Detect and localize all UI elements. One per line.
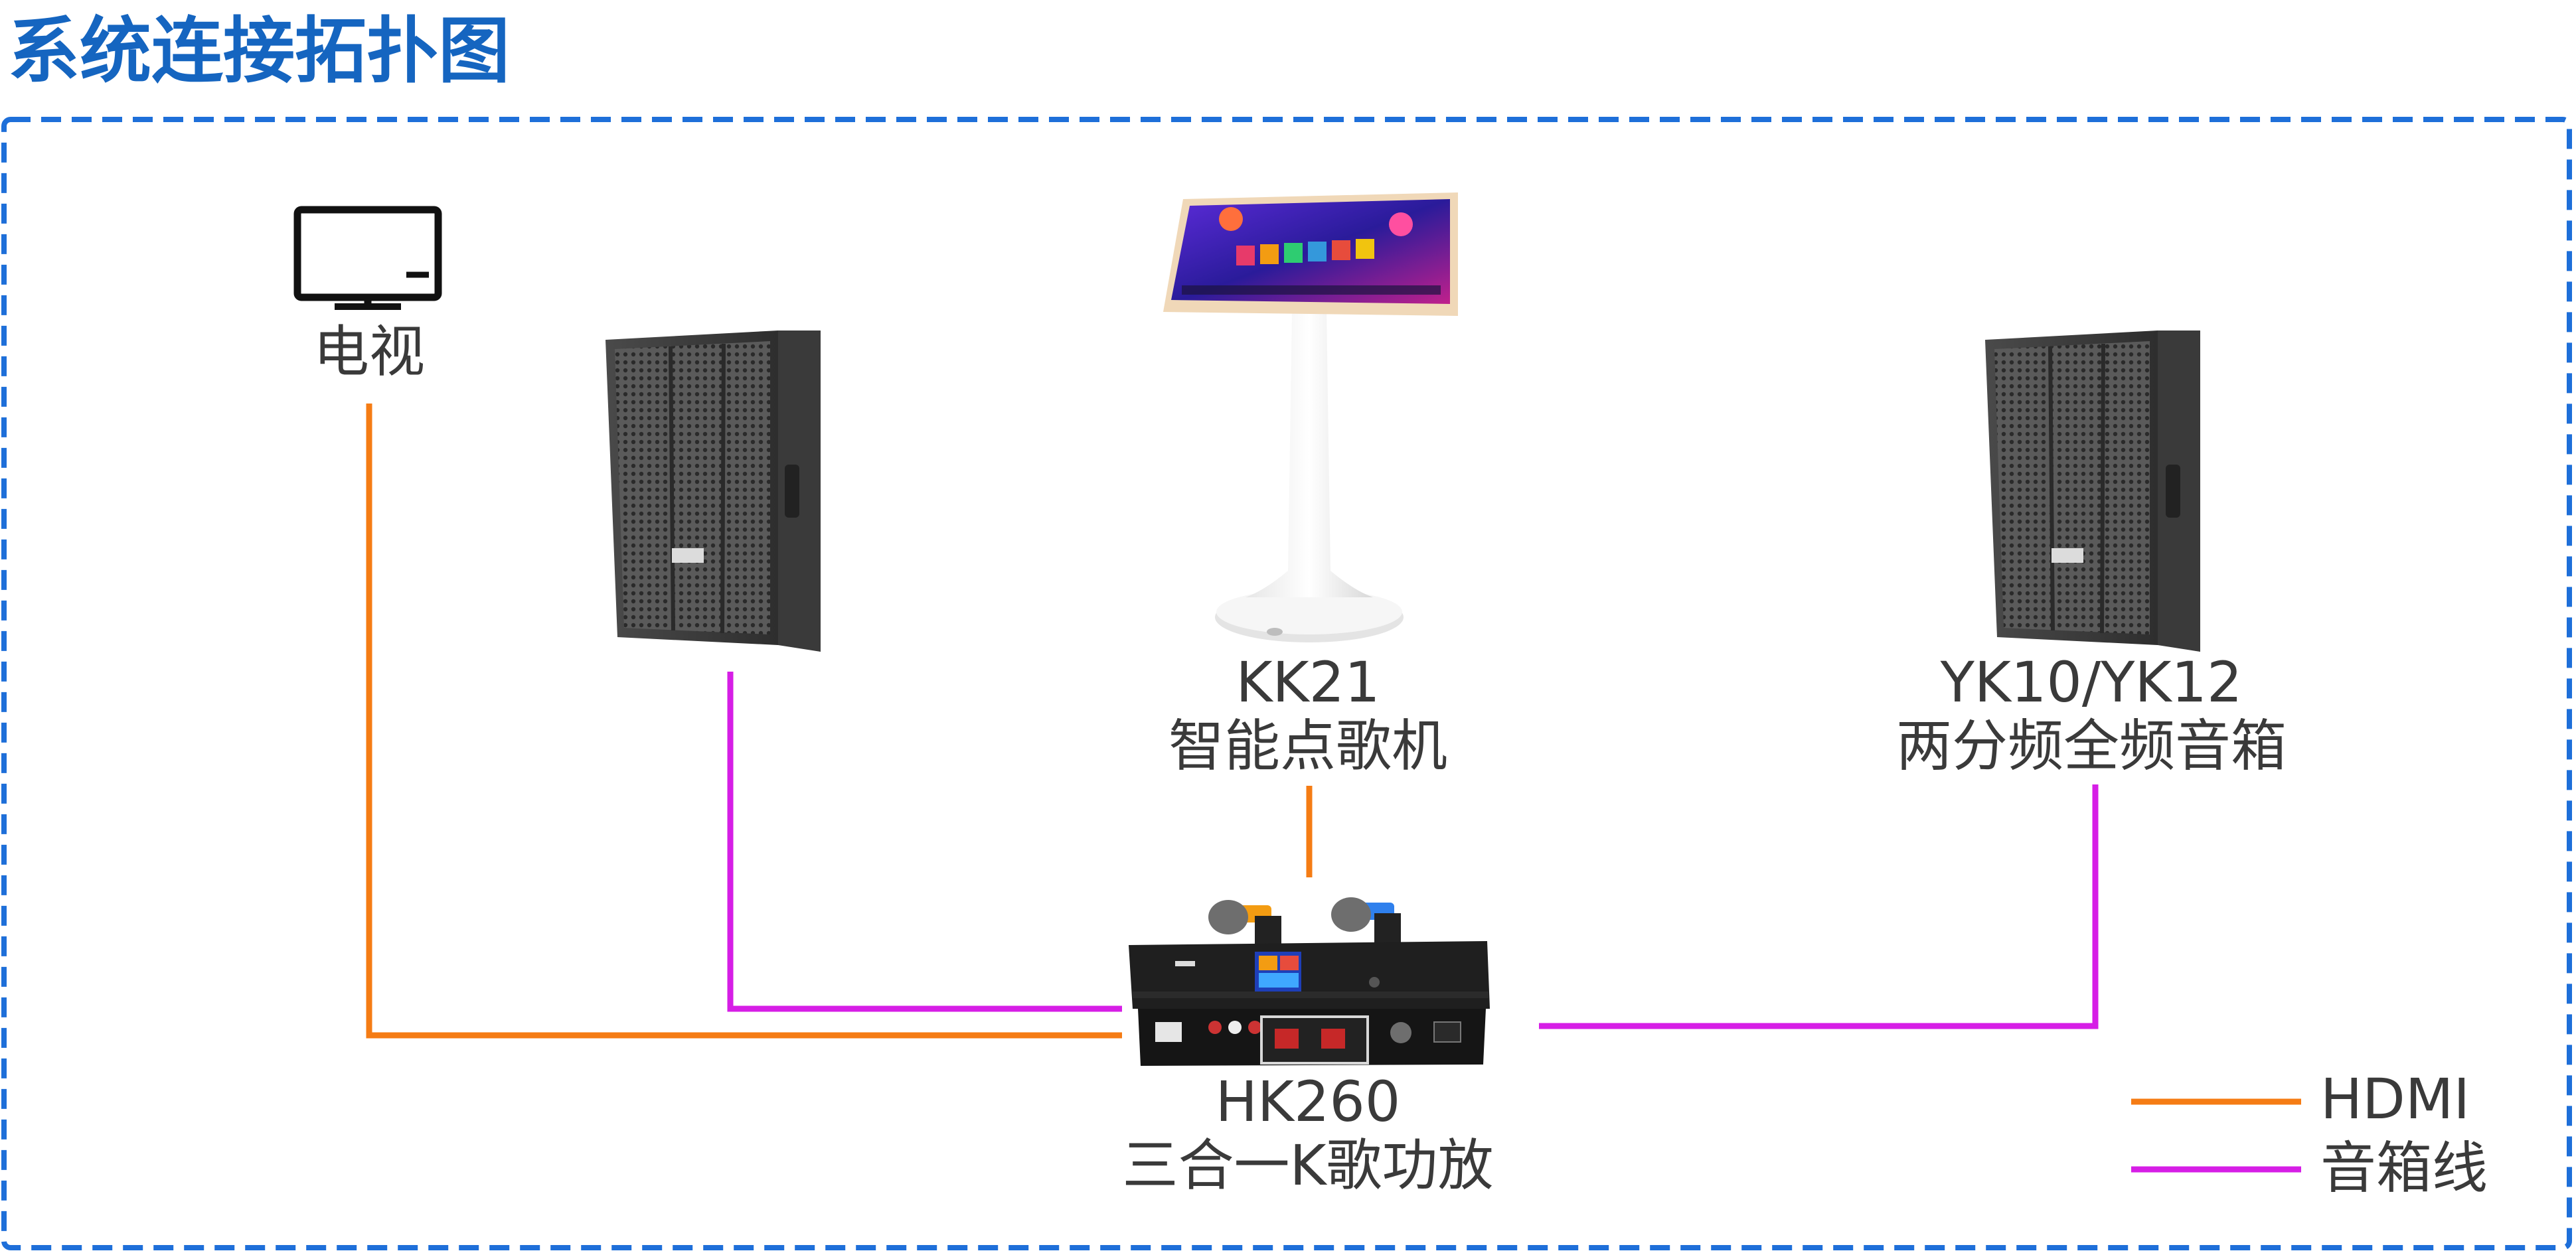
speaker-line-left <box>727 672 1122 1012</box>
hk260-name: 三合一K歌功放 <box>1122 1133 1494 1198</box>
kk21-model: KK21 <box>1236 650 1380 715</box>
monitor-icon <box>293 206 442 310</box>
microphone-right <box>1331 897 1401 948</box>
yk-model: YK10/YK12 <box>1940 650 2243 715</box>
diagram-title: 系统连接拓扑图 <box>8 10 511 93</box>
yk-name: 两分频全频音箱 <box>1895 713 2287 778</box>
kk21-label: KK21 智能点歌机 <box>1109 650 1507 778</box>
speaker-right-image <box>1985 331 2200 652</box>
hk260-label: HK260 三合一K歌功放 <box>1076 1070 1540 1197</box>
hk260-device-image <box>1129 897 1490 1066</box>
legend-speaker-cable-label: 音箱线 <box>2320 1136 2488 1201</box>
kk21-device-image <box>1163 192 1458 642</box>
tv-label: 电视 <box>313 319 425 384</box>
hdmi-line-tv <box>366 404 1122 1039</box>
kk21-name: 智能点歌机 <box>1168 713 1447 778</box>
microphone-left <box>1208 900 1281 950</box>
hk260-model: HK260 <box>1215 1069 1401 1134</box>
speaker-line-right <box>1539 784 2099 1029</box>
system-boundary <box>1 117 2572 1250</box>
legend-hdmi-label: HDMI <box>2320 1067 2470 1132</box>
speaker-left-image <box>605 331 821 652</box>
yk-speaker-label: YK10/YK12 两分频全频音箱 <box>1859 650 2324 778</box>
